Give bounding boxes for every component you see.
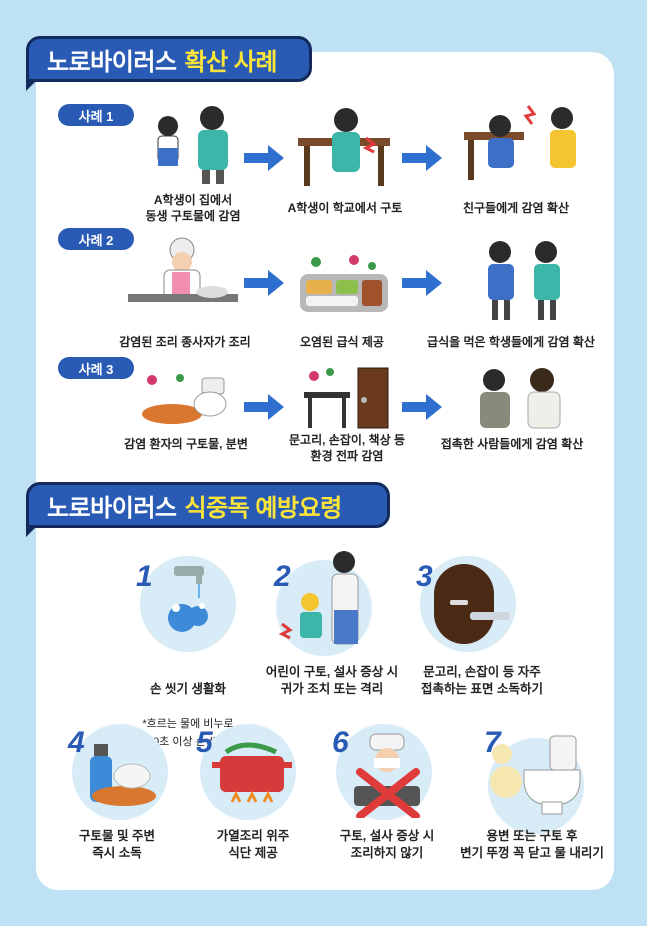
case-tag-2: 사례 2 — [58, 228, 134, 250]
child-sick-icon — [278, 551, 359, 645]
toilet-icon — [490, 735, 581, 815]
student-vomit-school-illustration — [298, 108, 390, 186]
vomit-feces-illustration — [142, 374, 227, 424]
arrow-icon — [402, 270, 442, 296]
title-main: 노로바이러스 — [47, 48, 177, 76]
case-tag-1: 사례 1 — [58, 104, 134, 126]
spray-icon — [90, 744, 156, 806]
tip5-number: 5 — [196, 726, 213, 759]
case-tag-3: 사례 3 — [58, 357, 134, 379]
title-highlight: 확산 사례 — [184, 48, 277, 76]
tip1-number: 1 — [136, 560, 153, 593]
arrow-icon — [402, 145, 442, 171]
tip6-number: 6 — [332, 726, 349, 759]
case3-step3-caption: 접촉한 사람들에게 감염 확산 — [440, 437, 584, 451]
tip7-caption: 용변 또는 구토 후 변기 뚜껑 꼭 닫고 물 내리기 — [460, 829, 604, 860]
tip3-number: 3 — [416, 560, 433, 593]
contaminated-meal-tray-illustration — [300, 255, 388, 312]
friends-infected-illustration — [464, 105, 576, 180]
tip3-caption: 문고리, 손잡이 등 자주 접촉하는 표면 소독하기 — [421, 665, 543, 696]
case1-step2-caption: A학생이 학교에서 구토 — [287, 201, 403, 215]
case2-step3-caption: 급식을 먹은 학생들에게 감염 확산 — [427, 335, 595, 349]
contact-people-infected-illustration — [480, 368, 561, 429]
tip7-number: 7 — [484, 726, 501, 759]
section-title-prevention: 노로바이러스 식중독 예방요령 — [26, 482, 390, 537]
case3-step1-caption: 감염 환자의 구토물, 분변 — [124, 437, 248, 451]
tip1-text: 손 씻기 생활화 — [150, 682, 226, 696]
title-main: 노로바이러스 — [47, 494, 177, 522]
case3-step2-caption: 문고리, 손잡이, 책상 등 환경 전파 감염 — [288, 433, 406, 463]
tip2-caption: 어린이 구토, 설사 증상 시 귀가 조치 또는 격리 — [265, 665, 399, 696]
case1-step3-caption: 친구들에게 감염 확산 — [462, 201, 570, 215]
title-highlight: 식중독 예방요령 — [184, 494, 342, 522]
students-infected-illustration — [488, 241, 560, 320]
tip6-caption: 구토, 설사 증상 시 조리하지 않기 — [339, 829, 435, 860]
no-cooking-icon — [354, 733, 420, 818]
arrow-icon — [244, 270, 284, 296]
infected-cook-illustration — [128, 237, 238, 302]
door-desk-contamination-illustration — [304, 367, 389, 429]
door-disinfect-icon — [434, 564, 510, 644]
case1-step1-caption: A학생이 집에서 동생 구토물에 감염 — [145, 193, 241, 223]
case2-step1-caption: 감염된 조리 종사자가 조리 — [119, 335, 251, 349]
tip4-caption: 구토물 및 주변 즉시 소독 — [79, 829, 155, 860]
case2-step2-caption: 오염된 급식 제공 — [300, 335, 384, 349]
handwash-icon — [168, 566, 208, 632]
section-title-spread-cases: 노로바이러스 확산 사례 — [26, 36, 312, 91]
arrow-icon — [244, 145, 284, 171]
tip4-number: 4 — [68, 726, 85, 759]
tip5-caption: 가열조리 위주 식단 제공 — [216, 829, 290, 860]
arrow-icon — [244, 394, 284, 420]
arrow-icon — [402, 394, 442, 420]
pot-icon — [212, 742, 292, 803]
tip2-number: 2 — [274, 560, 291, 593]
student-vomit-home-illustration — [157, 106, 228, 184]
